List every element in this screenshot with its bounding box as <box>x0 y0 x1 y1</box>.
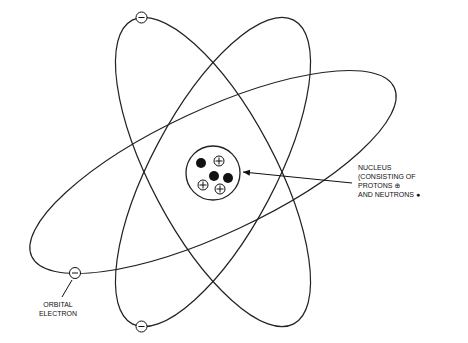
electrons <box>70 12 148 332</box>
neutron <box>209 171 219 181</box>
nucleus-label: PROTONS ⊕ <box>358 181 400 190</box>
neutron <box>223 173 233 183</box>
nucleus <box>186 146 240 200</box>
leader-arrow <box>243 172 352 183</box>
neutron <box>196 158 206 168</box>
proton <box>215 184 225 194</box>
electron <box>70 268 81 279</box>
electron-label: ORBITAL ELECTRON <box>34 300 82 318</box>
nucleus-label: AND NEUTRONS ● <box>358 190 420 199</box>
orbit <box>78 0 349 343</box>
proton <box>198 180 208 190</box>
orbit-paths <box>6 0 421 343</box>
proton <box>214 156 224 166</box>
electron <box>136 321 147 332</box>
leader-line <box>62 280 72 297</box>
orbit <box>78 0 349 343</box>
nucleus-label: NUCLEUS <box>358 163 391 172</box>
nucleus-label: (CONSISTING OF <box>358 172 416 181</box>
electron <box>136 12 147 23</box>
orbit <box>6 31 421 312</box>
